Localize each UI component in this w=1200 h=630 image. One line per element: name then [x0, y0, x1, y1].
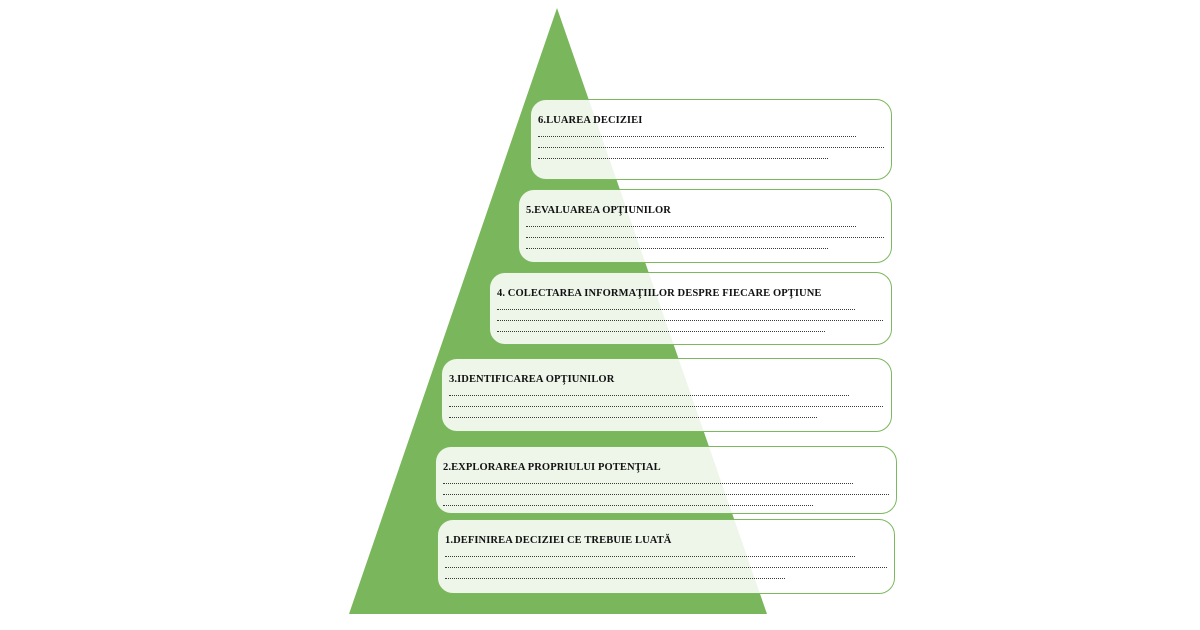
step-box-2: 2.EXPLORAREA PROPRIULUI POTENŢIAL: [435, 446, 897, 514]
step-box-1: 1.DEFINIREA DECIZIEI CE TREBUIE LUATĂ: [437, 519, 895, 594]
dotted-line: [497, 331, 825, 332]
dotted-line: [443, 494, 889, 495]
step-box-4: 4. COLECTAREA INFORMAŢIILOR DESPRE FIECA…: [489, 272, 892, 345]
step-box-6: 6.LUAREA DECIZIEI: [530, 99, 892, 180]
dotted-line: [526, 237, 884, 238]
dotted-line: [497, 320, 883, 321]
step-title-2: 2.EXPLORAREA PROPRIULUI POTENŢIAL: [443, 462, 661, 473]
dotted-line: [445, 567, 887, 568]
dotted-line: [526, 226, 856, 227]
dotted-line: [445, 556, 855, 557]
dotted-line: [526, 248, 828, 249]
dotted-line: [538, 136, 856, 137]
step-title-6: 6.LUAREA DECIZIEI: [538, 115, 643, 126]
dotted-line: [445, 578, 785, 579]
dotted-line: [449, 417, 817, 418]
dotted-line: [497, 309, 855, 310]
dotted-line: [538, 158, 828, 159]
dotted-line: [449, 395, 849, 396]
step-title-4: 4. COLECTAREA INFORMAŢIILOR DESPRE FIECA…: [497, 288, 822, 299]
dotted-line: [443, 505, 813, 506]
step-title-1: 1.DEFINIREA DECIZIEI CE TREBUIE LUATĂ: [445, 535, 672, 546]
dotted-line: [538, 147, 884, 148]
step-title-5: 5.EVALUAREA OPŢIUNILOR: [526, 205, 671, 216]
step-title-3: 3.IDENTIFICAREA OPŢIUNILOR: [449, 374, 615, 385]
dotted-line: [449, 406, 883, 407]
step-box-3: 3.IDENTIFICAREA OPŢIUNILOR: [441, 358, 892, 432]
dotted-line: [443, 483, 853, 484]
step-box-5: 5.EVALUAREA OPŢIUNILOR: [518, 189, 892, 263]
